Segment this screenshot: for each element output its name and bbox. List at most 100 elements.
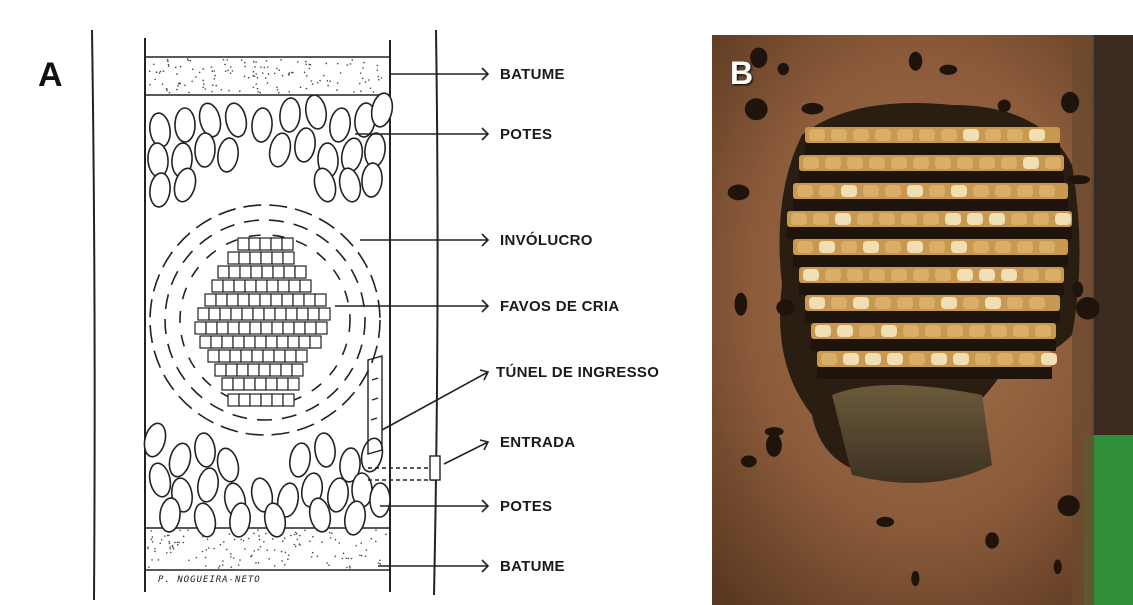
brood-cell [271, 238, 282, 250]
batume-dot [349, 565, 351, 567]
photo-brood-cell [847, 157, 863, 169]
batume-dot [257, 529, 259, 531]
photo-brood-cell [901, 213, 917, 225]
batume-dot [244, 76, 246, 78]
batume-dot [255, 562, 257, 564]
honey-pot [216, 137, 240, 173]
batume-dot [183, 536, 185, 538]
photo-brood-cell [897, 129, 913, 141]
photo-brood-cell [1029, 297, 1045, 309]
brood-cell [315, 294, 326, 306]
brood-cell [237, 364, 248, 376]
batume-dot [167, 59, 169, 61]
wax-hole [1068, 175, 1091, 184]
brood-cell [239, 322, 250, 334]
brood-cell [226, 364, 237, 376]
brood-cell [250, 394, 261, 406]
photo-brood-cell [825, 269, 841, 281]
photo-brood-cell [1001, 269, 1017, 281]
brood-cell [299, 336, 310, 348]
batume-dot [277, 89, 279, 91]
brood-cell [233, 336, 244, 348]
photo-brood-cell [909, 353, 925, 365]
brood-cell [295, 266, 306, 278]
batume-dot [230, 566, 232, 568]
batume-dot [229, 533, 231, 535]
batume-dot [265, 533, 267, 535]
photo-brood-cell [1017, 241, 1033, 253]
photo-brood-cell [941, 129, 957, 141]
photo-brood-cell [951, 241, 967, 253]
brood-cell [272, 394, 283, 406]
label-batume-top: BATUME [500, 66, 565, 83]
batume-dot [328, 564, 330, 566]
batume-dot [337, 63, 339, 65]
batume-dot [248, 538, 250, 540]
photo-brood-cell [853, 129, 869, 141]
batume-dot [244, 62, 246, 64]
batume-dot [207, 538, 209, 540]
batume-dot [378, 562, 380, 564]
batume-dot [177, 85, 179, 87]
batume-dot [327, 85, 329, 87]
photo-brood-cell [881, 325, 897, 337]
batume-dot [312, 536, 314, 538]
batume-dot [288, 554, 290, 556]
batume-dot [329, 80, 331, 82]
brood-cell [208, 350, 219, 362]
batume-dot [255, 73, 257, 75]
brood-cell [215, 364, 226, 376]
batume-dot [227, 59, 229, 61]
batume-dot [213, 548, 215, 550]
batume-dot [172, 546, 174, 548]
wax-hole [766, 434, 782, 457]
batume-dot [326, 562, 328, 564]
batume-dot [187, 529, 189, 531]
batume-dot [311, 556, 313, 558]
batume-dot [355, 545, 357, 547]
brood-cell [289, 280, 300, 292]
batume-dot [265, 77, 267, 79]
batume-dot [156, 71, 158, 73]
brood-cell [250, 322, 261, 334]
batume-dot [205, 565, 207, 567]
panel-b-letter: B [730, 55, 753, 92]
honey-pot [288, 442, 313, 479]
brood-cell [244, 378, 255, 390]
batume-dot [167, 61, 169, 63]
photo-brood-cell [1019, 353, 1035, 365]
brood-cell [216, 294, 227, 306]
batume-dot [228, 90, 230, 92]
batume-dot [375, 541, 377, 543]
brood-cell [260, 294, 271, 306]
batume-dot [323, 75, 325, 77]
photo-brood-cell [963, 297, 979, 309]
photo-comb-gap [805, 311, 1060, 323]
batume-dot [238, 564, 240, 566]
wax-hole [911, 571, 919, 586]
photo-brood-cell [973, 241, 989, 253]
photo-brood-cell [869, 157, 885, 169]
brood-cell [200, 336, 211, 348]
brood-cell [228, 252, 239, 264]
batume-dot [169, 546, 171, 548]
honey-pot [328, 107, 353, 144]
batume-dot [154, 551, 156, 553]
batume-dot [359, 554, 361, 556]
wax-hole [728, 185, 750, 201]
batume-dot [202, 80, 204, 82]
batume-dot [151, 530, 153, 532]
brood-cell [282, 238, 293, 250]
batume-dot [205, 549, 207, 551]
photo-brood-cell [995, 185, 1011, 197]
batume-dot [211, 91, 213, 93]
batume-dot [305, 63, 307, 65]
photo-brood-cell [831, 129, 847, 141]
photo-brood-cell [1041, 353, 1057, 365]
brood-cell [218, 266, 229, 278]
batume-dot [218, 567, 220, 569]
photo-comb-gap [799, 171, 1064, 183]
photo-brood-cell [1013, 325, 1029, 337]
photo-brood-cell [843, 353, 859, 365]
batume-dot [191, 81, 193, 83]
